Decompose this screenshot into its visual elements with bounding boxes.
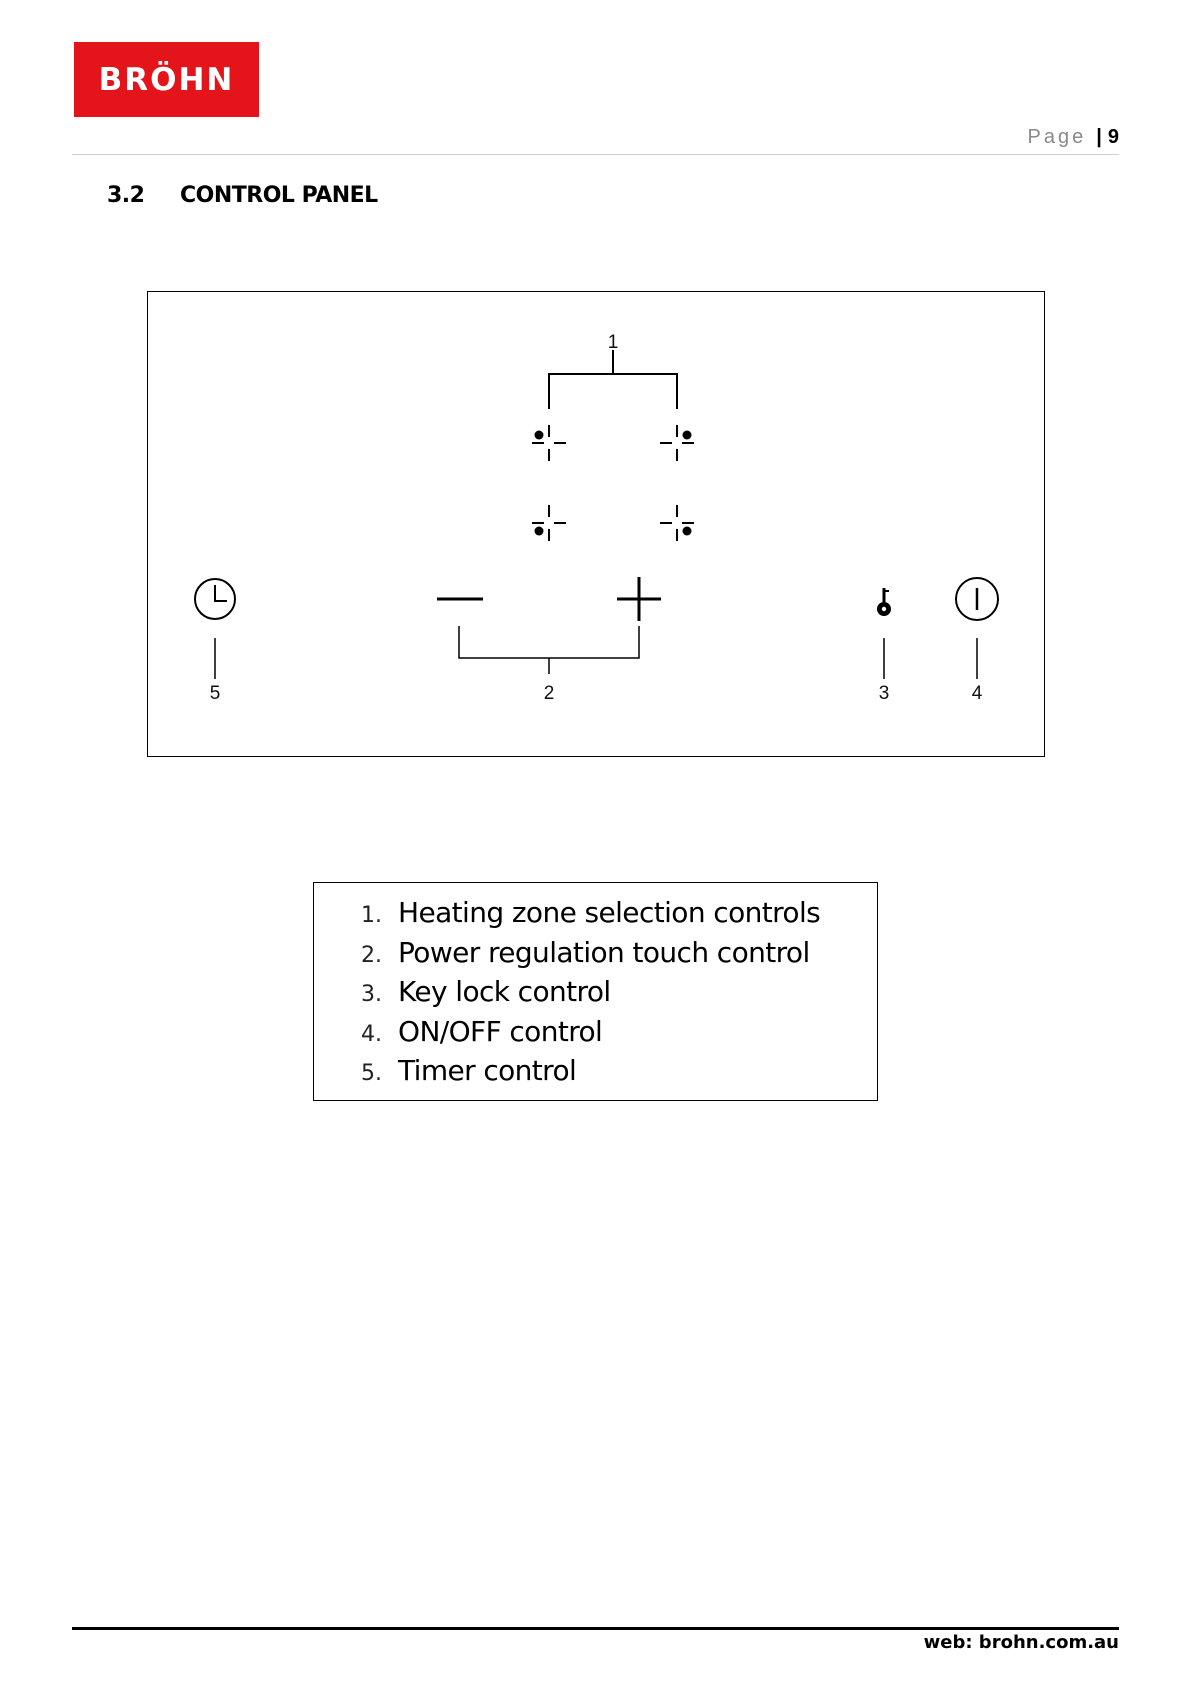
legend-item-text: Key lock control <box>398 975 611 1008</box>
plus-icon <box>617 577 661 621</box>
legend-item-number: 1. <box>361 896 398 936</box>
legend-item-number: 3. <box>361 975 398 1015</box>
page-label: Page <box>1028 126 1087 149</box>
legend-item-text: Power regulation touch control <box>398 936 810 969</box>
legend-item-number: 4. <box>361 1015 398 1055</box>
legend-item-text: Timer control <box>398 1054 576 1087</box>
page-number: Page | 9 <box>1028 126 1119 149</box>
callout-2-label: 2 <box>544 683 555 704</box>
legend-list: 1.Heating zone selection controls 2.Powe… <box>361 893 877 1091</box>
callout-2-bracket <box>459 626 639 674</box>
callout-1-bracket <box>549 350 677 409</box>
legend-item-number: 5. <box>361 1054 398 1094</box>
zone-rear-right-icon <box>660 505 694 541</box>
section-title: CONTROL PANEL <box>180 183 378 208</box>
callout-4-label: 4 <box>972 683 983 704</box>
callout-1-label: 1 <box>608 332 619 353</box>
section-number: 3.2 <box>107 183 180 208</box>
control-panel-diagram: 1 2 3 4 5 <box>147 291 1045 757</box>
legend-item-text: ON/OFF control <box>398 1015 602 1048</box>
diagram-legend: 1.Heating zone selection controls 2.Powe… <box>313 882 878 1101</box>
legend-item: 2.Power regulation touch control <box>361 933 877 973</box>
key-lock-icon <box>877 588 891 616</box>
callout-3-label: 3 <box>879 683 890 704</box>
page-separator: | <box>1096 126 1102 149</box>
zone-front-right-icon <box>660 425 694 461</box>
power-icon <box>956 578 998 620</box>
brand-logo: BRÖHN <box>74 42 259 117</box>
callout-5-label: 5 <box>210 683 221 704</box>
page-number-value: 9 <box>1108 126 1119 149</box>
legend-item: 5.Timer control <box>361 1051 877 1091</box>
footer-website: web: brohn.com.au <box>924 1632 1119 1653</box>
legend-item: 1.Heating zone selection controls <box>361 893 877 933</box>
zone-front-left-icon <box>532 425 566 461</box>
legend-item-text: Heating zone selection controls <box>398 896 820 929</box>
header-divider <box>72 154 1119 155</box>
legend-item-number: 2. <box>361 936 398 976</box>
zone-rear-left-icon <box>532 505 566 541</box>
footer-divider <box>72 1627 1119 1630</box>
legend-item: 4.ON/OFF control <box>361 1012 877 1052</box>
legend-item: 3.Key lock control <box>361 972 877 1012</box>
timer-icon <box>195 579 235 619</box>
